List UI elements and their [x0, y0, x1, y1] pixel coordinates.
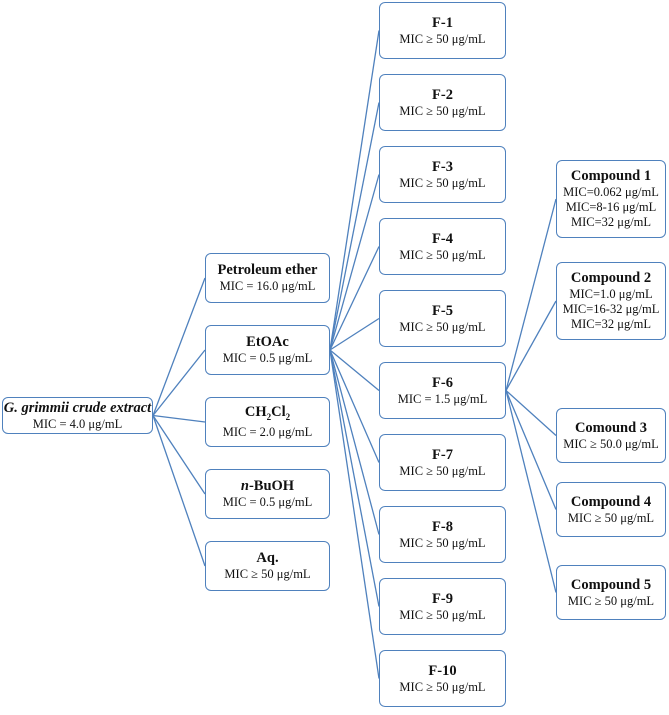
compound-title: Compound 4 — [570, 493, 652, 510]
edge-f6-to-compound — [505, 390, 557, 593]
compound-node-3: Comound 3 MIC ≥ 50.0 μg/mL — [556, 408, 666, 463]
compound-mic: MIC=8-16 μg/mL — [565, 200, 657, 214]
compound-mic: MIC=32 μg/mL — [570, 317, 652, 331]
fraction-mic: MIC ≥ 50 μg/mL — [399, 247, 486, 262]
edge-etoac-to-fraction — [329, 317, 380, 351]
compound-node-4: Compound 4 MIC ≥ 50 μg/mL — [556, 482, 666, 537]
solvent-node-petroleum-ether: Petroleum ether MIC = 16.0 μg/mL — [205, 253, 330, 303]
fraction-node-f7: F-7 MIC ≥ 50 μg/mL — [379, 434, 506, 491]
edge-root-to-solvent — [152, 277, 206, 416]
fraction-title: F-9 — [432, 590, 453, 607]
fraction-mic: MIC ≥ 50 μg/mL — [399, 535, 486, 550]
edge-f6-to-compound — [505, 390, 557, 436]
fraction-title: F-10 — [428, 662, 457, 679]
solvent-title: EtOAc — [246, 334, 289, 350]
edge-etoac-to-fraction — [329, 174, 380, 351]
root-mic: MIC = 4.0 μg/mL — [32, 416, 123, 431]
fraction-title: F-5 — [432, 302, 453, 319]
solvent-title: Aq. — [256, 550, 279, 566]
compound-mic: MIC ≥ 50 μg/mL — [567, 593, 655, 608]
edge-etoac-to-fraction — [329, 349, 380, 463]
fraction-node-f9: F-9 MIC ≥ 50 μg/mL — [379, 578, 506, 635]
fraction-node-f10: F-10 MIC ≥ 50 μg/mL — [379, 650, 506, 707]
edge-etoac-to-fraction — [329, 246, 380, 351]
solvent-title: Petroleum ether — [217, 262, 318, 278]
fraction-node-f4: F-4 MIC ≥ 50 μg/mL — [379, 218, 506, 275]
edge-root-to-solvent — [152, 415, 206, 495]
compound-mic: MIC ≥ 50 μg/mL — [567, 510, 655, 525]
compound-title: Compound 5 — [570, 576, 652, 593]
fraction-title: F-6 — [432, 374, 453, 391]
root-extract-node: G. grimmii crude extract MIC = 4.0 μg/mL — [2, 397, 153, 434]
solvent-mic: MIC ≥ 50 μg/mL — [224, 567, 311, 581]
compound-node-1: Compound 1 MIC=0.062 μg/mL MIC=8-16 μg/m… — [556, 160, 666, 238]
solvent-node-etoac: EtOAc MIC = 0.5 μg/mL — [205, 325, 330, 375]
edge-f6-to-compound — [505, 390, 557, 510]
edge-f6-to-compound — [505, 300, 557, 391]
fraction-title: F-7 — [432, 446, 453, 463]
fraction-node-f5: F-5 MIC ≥ 50 μg/mL — [379, 290, 506, 347]
edge-etoac-to-fraction — [329, 349, 380, 392]
compound-title: Compound 1 — [570, 168, 652, 184]
fraction-mic: MIC ≥ 50 μg/mL — [399, 679, 486, 694]
fraction-title: F-8 — [432, 518, 453, 535]
solvent-node-ch2cl2: CH2Cl2 MIC = 2.0 μg/mL — [205, 397, 330, 447]
solvent-mic: MIC = 0.5 μg/mL — [222, 351, 313, 365]
fraction-mic: MIC ≥ 50 μg/mL — [399, 31, 486, 46]
fraction-mic: MIC ≥ 50 μg/mL — [399, 319, 486, 334]
fraction-mic: MIC ≥ 50 μg/mL — [399, 103, 486, 118]
fraction-node-f1: F-1 MIC ≥ 50 μg/mL — [379, 2, 506, 59]
compound-mic: MIC=16-32 μg/mL — [562, 302, 660, 316]
fraction-mic: MIC ≥ 50 μg/mL — [399, 607, 486, 622]
edge-etoac-to-fraction — [329, 349, 380, 607]
fraction-node-f8: F-8 MIC ≥ 50 μg/mL — [379, 506, 506, 563]
edge-root-to-solvent — [152, 349, 206, 416]
solvent-node-n-buoh: n-BuOH MIC = 0.5 μg/mL — [205, 469, 330, 519]
fraction-node-f6: F-6 MIC = 1.5 μg/mL — [379, 362, 506, 419]
solvent-mic: MIC = 2.0 μg/mL — [222, 425, 313, 440]
solvent-title: CH2Cl2 — [244, 403, 291, 422]
compound-mic: MIC ≥ 50.0 μg/mL — [563, 436, 659, 451]
fraction-node-f2: F-2 MIC ≥ 50 μg/mL — [379, 74, 506, 131]
fraction-title: F-3 — [432, 158, 453, 175]
edge-etoac-to-fraction — [329, 30, 380, 351]
solvent-node-aq: Aq. MIC ≥ 50 μg/mL — [205, 541, 330, 591]
edge-etoac-to-fraction — [329, 349, 380, 679]
fraction-mic: MIC ≥ 50 μg/mL — [399, 463, 486, 478]
fraction-title: F-4 — [432, 230, 453, 247]
edge-etoac-to-fraction — [329, 349, 380, 535]
compound-title: Compound 2 — [570, 270, 652, 286]
fraction-mic: MIC ≥ 50 μg/mL — [399, 175, 486, 190]
solvent-mic: MIC = 0.5 μg/mL — [222, 495, 313, 509]
solvent-title: n-BuOH — [240, 478, 295, 494]
compound-mic: MIC=1.0 μg/mL — [569, 287, 653, 301]
edge-root-to-solvent — [152, 414, 206, 423]
fraction-node-f3: F-3 MIC ≥ 50 μg/mL — [379, 146, 506, 203]
fraction-mic: MIC = 1.5 μg/mL — [397, 391, 488, 406]
edge-root-to-solvent — [152, 415, 206, 567]
fraction-title: F-1 — [432, 14, 453, 31]
compound-title: Comound 3 — [574, 419, 648, 436]
edge-etoac-to-fraction — [329, 102, 380, 351]
compound-node-5: Compound 5 MIC ≥ 50 μg/mL — [556, 565, 666, 620]
fraction-title: F-2 — [432, 86, 453, 103]
solvent-mic: MIC = 16.0 μg/mL — [219, 279, 316, 293]
compound-node-2: Compound 2 MIC=1.0 μg/mL MIC=16-32 μg/mL… — [556, 262, 666, 340]
root-title: G. grimmii crude extract — [3, 399, 152, 416]
compound-mic: MIC=32 μg/mL — [570, 215, 652, 229]
edge-f6-to-compound — [505, 198, 557, 391]
compound-mic: MIC=0.062 μg/mL — [563, 185, 659, 199]
